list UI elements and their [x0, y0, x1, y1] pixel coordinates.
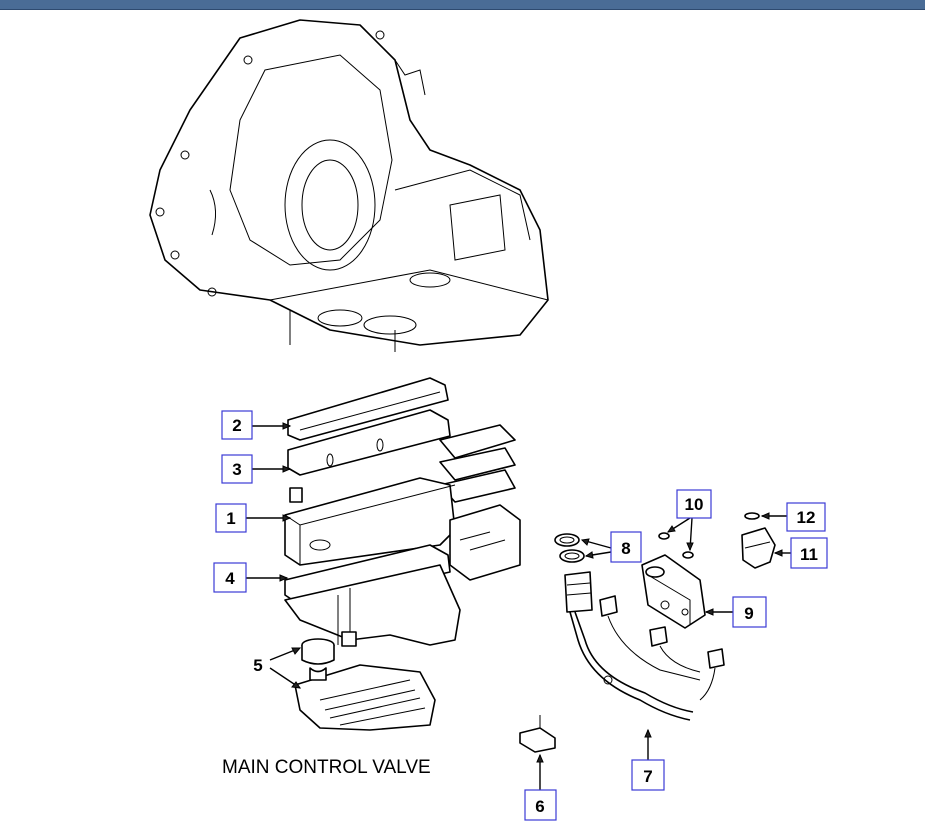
callout-8-label: 8	[621, 539, 630, 558]
callout-4-label: 4	[225, 569, 235, 588]
callout-1: 1	[215, 503, 247, 533]
valve-plate-middle	[287, 409, 516, 503]
callout-8: 8	[610, 531, 642, 563]
wiring-harness	[564, 571, 725, 721]
callout-3: 3	[221, 454, 253, 484]
washers	[658, 532, 694, 559]
valve-plate-upper	[287, 377, 449, 441]
callout-2: 2	[221, 410, 253, 440]
window-top-bar	[0, 0, 925, 10]
speed-sensor	[741, 527, 776, 569]
callout-10: 10	[676, 489, 712, 519]
callout-4: 4	[213, 562, 247, 593]
transmission-case	[149, 19, 549, 352]
callout-5-label: 5	[253, 656, 262, 675]
valve-body	[284, 477, 521, 581]
o-rings	[554, 533, 585, 563]
callout-10-label: 10	[685, 495, 704, 514]
transmission-filter	[294, 638, 436, 731]
callout-1-label: 1	[226, 509, 235, 528]
callout-6-label: 6	[535, 797, 544, 816]
callout-12-label: 12	[797, 508, 816, 527]
callout-6: 6	[524, 789, 557, 821]
callout-11: 11	[790, 537, 828, 569]
leader-lines	[246, 422, 791, 790]
solenoid	[641, 554, 706, 629]
callout-2-label: 2	[232, 416, 241, 435]
callout-9-label: 9	[744, 604, 753, 623]
diagram-caption: MAIN CONTROL VALVE	[222, 757, 431, 778]
callout-5: 5	[253, 656, 262, 675]
bracket	[519, 715, 556, 753]
valve-separator-plate	[284, 544, 461, 647]
callout-7-label: 7	[643, 767, 652, 786]
callout-11-label: 11	[800, 545, 818, 564]
callout-3-label: 3	[232, 460, 241, 479]
callout-9: 9	[732, 596, 767, 628]
callout-7: 7	[631, 759, 665, 791]
callout-12: 12	[786, 502, 826, 532]
retaining-clip	[744, 512, 760, 520]
